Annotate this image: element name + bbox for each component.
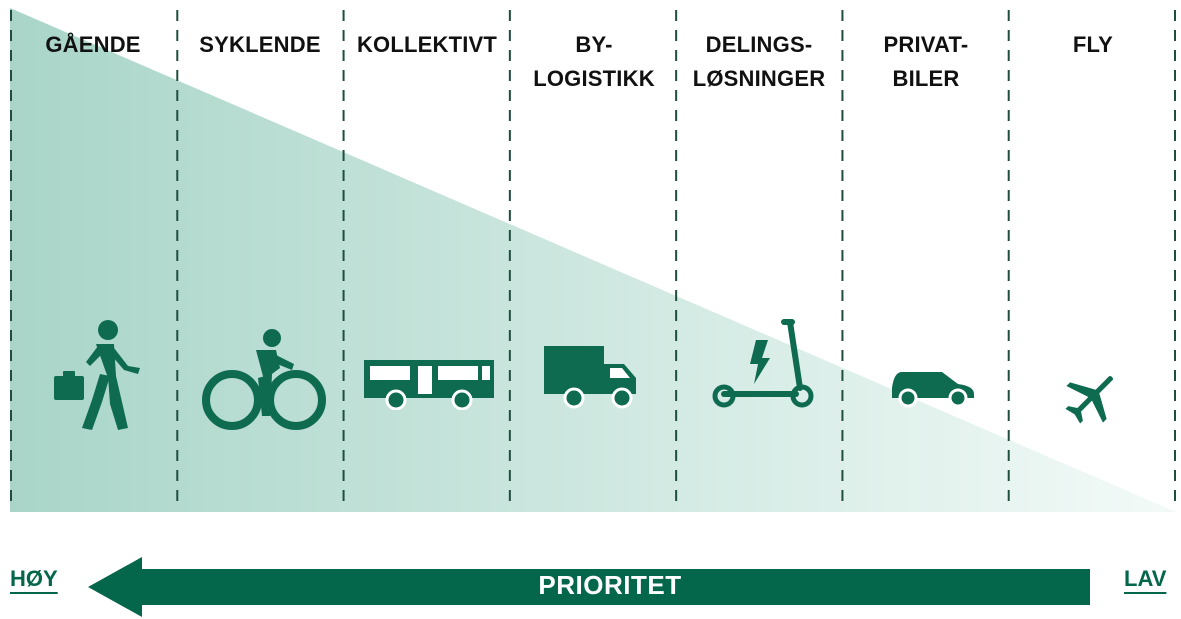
- label-line: FLY: [1072, 32, 1114, 57]
- cyclist-icon: [202, 329, 326, 430]
- column-label-public-transport: KOLLEKTIVT: [344, 28, 510, 62]
- electric-scooter-icon: [712, 319, 814, 408]
- high-priority-label: HØY: [10, 566, 58, 591]
- column-label-sharing-solutions: DELINGS- LØSNINGER: [676, 28, 842, 96]
- column-label-cyclists: SYKLENDE: [177, 28, 343, 62]
- label-line: PRIVAT-: [883, 32, 969, 57]
- label-line: LOGISTIKK: [533, 66, 655, 91]
- airplane-icon: [1065, 375, 1114, 424]
- pedestrian-icon: [54, 320, 140, 430]
- column-label-private-cars: PRIVAT- BILER: [843, 28, 1009, 96]
- label-line: SYKLENDE: [199, 32, 321, 57]
- column-label-aviation: FLY: [1010, 28, 1176, 62]
- label-line: BY-: [575, 32, 613, 57]
- priority-wedge: [10, 8, 1176, 512]
- column-label-city-logistics: BY- LOGISTIKK: [511, 28, 677, 96]
- label-line: GÅENDE: [45, 32, 141, 57]
- label-line: LØSNINGER: [692, 66, 826, 91]
- column-label-pedestrians: GÅENDE: [10, 28, 176, 62]
- priority-arrow-label: PRIORITET: [538, 570, 682, 600]
- label-line: BILER: [892, 66, 960, 91]
- car-icon: [892, 372, 974, 408]
- bus-icon: [364, 360, 494, 410]
- label-line: KOLLEKTIVT: [356, 32, 498, 57]
- low-priority-label: LAV: [1124, 566, 1167, 591]
- label-line: DELINGS-: [705, 32, 813, 57]
- truck-icon: [544, 346, 636, 409]
- priority-arrow: [88, 557, 1090, 617]
- column-dividers: [10, 10, 1176, 510]
